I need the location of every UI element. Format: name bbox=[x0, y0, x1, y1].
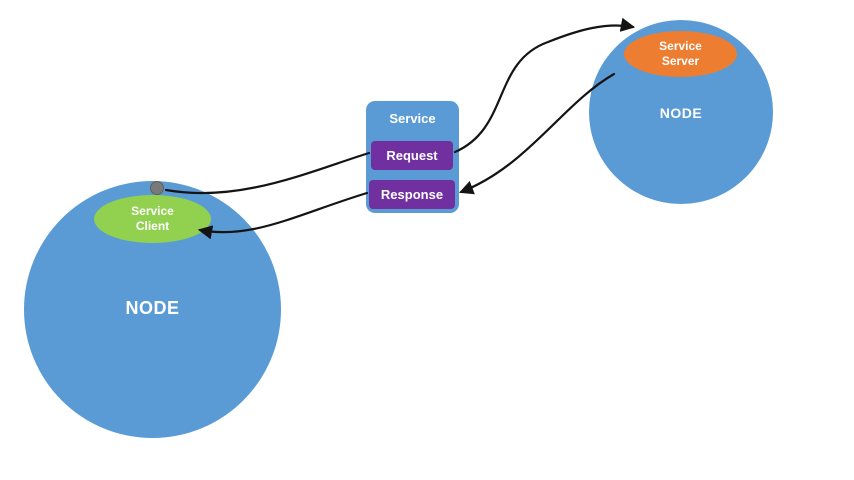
request-box: Request bbox=[371, 141, 453, 170]
client-to-request-connector bbox=[164, 151, 371, 195]
service-client-label: Service Client bbox=[131, 204, 174, 233]
response-box: Response bbox=[369, 180, 455, 209]
left-node-label: NODE bbox=[125, 298, 180, 318]
right-node-label: NODE bbox=[659, 105, 703, 121]
service-server-label: Service Server bbox=[659, 39, 702, 68]
service-client-ellipse: Service Client bbox=[94, 195, 211, 243]
service-box-title: Service bbox=[389, 111, 436, 126]
request-label: Request bbox=[386, 148, 438, 163]
connection-dot bbox=[150, 181, 164, 195]
service-server-ellipse: Service Server bbox=[624, 31, 737, 77]
response-label: Response bbox=[380, 187, 444, 202]
